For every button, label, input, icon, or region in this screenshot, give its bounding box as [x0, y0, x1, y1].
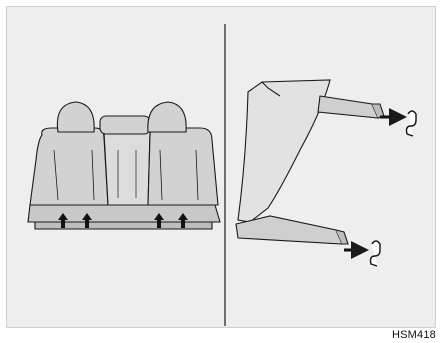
lower-bracket [236, 216, 342, 244]
rear-seat-illustration [28, 102, 220, 229]
right-headrest [148, 102, 186, 132]
center-headrest [100, 116, 150, 134]
left-seatback [30, 128, 108, 205]
upper-bracket [318, 96, 378, 118]
trim-panel-illustration [236, 80, 384, 244]
right-seatback [148, 128, 218, 205]
clips [371, 111, 417, 266]
seat-cushion [28, 205, 220, 222]
clip-upper-icon [407, 111, 417, 136]
left-headrest [57, 102, 94, 132]
figure-code-label: HSM418 [392, 329, 436, 341]
clip-lower-icon [371, 241, 381, 266]
center-seatback [104, 132, 150, 205]
trim-panel [238, 80, 330, 222]
removal-arrows [344, 117, 398, 250]
